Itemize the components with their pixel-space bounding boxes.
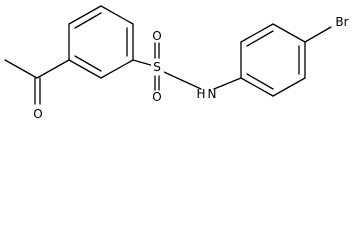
atom-amine-hydrogen: H [196,87,205,101]
atom-sulfonyl-oxygen-top: O [152,29,161,43]
chemical-structure: O S O O H N Br [4,5,349,121]
ring2-double-bond [246,73,274,90]
ring1-double-bond [74,12,102,29]
atom-labels: O S O O H N Br [33,15,348,121]
bond-nitrogen-ring [213,77,242,90]
ring2-bond [240,77,274,97]
bond-carbonyl-ring [36,59,70,79]
atom-amine-nitrogen: N [208,87,217,101]
ring2-double-bond [246,30,274,47]
ring1-double-bond [74,55,102,72]
bonds [4,5,332,105]
atom-sulfur: S [153,60,161,74]
bond-ring-bromine [304,26,332,43]
ring1-bond [100,59,134,79]
atom-acetyl-oxygen: O [33,107,42,121]
bond-ring-sulfur [132,59,155,67]
bond-methyl-carbonyl [4,59,38,79]
ring1-bond [68,5,102,25]
atom-sulfonyl-oxygen-bottom: O [152,90,161,104]
bond-sulfur-nitrogen [163,71,202,90]
atom-bromine: Br [335,15,348,29]
ring2-bond [272,23,306,43]
ring1-bond [100,5,134,25]
ring1-bond [68,59,102,79]
ring2-bond [272,77,306,97]
ring2-bond [240,23,274,43]
